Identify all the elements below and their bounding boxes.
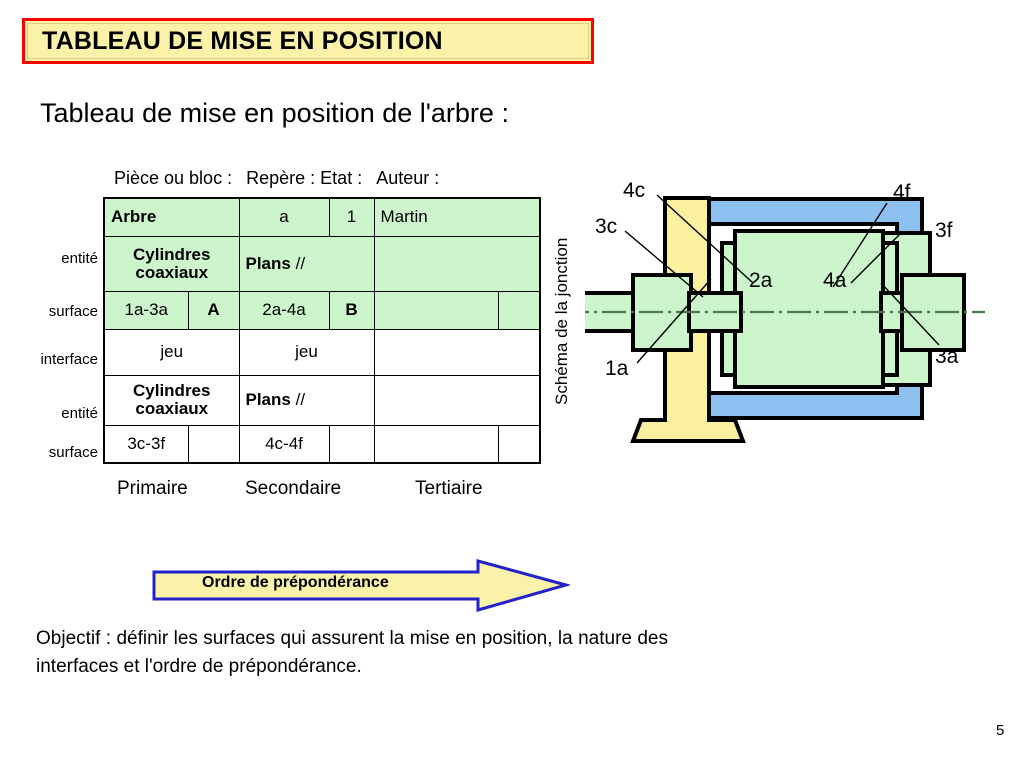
callout-3a: 3a bbox=[935, 345, 959, 368]
cell-auteur-value: Martin bbox=[373, 197, 541, 237]
priority-labels: Primaire Secondaire Tertiaire bbox=[103, 478, 539, 504]
cell-repere-value: a bbox=[238, 197, 330, 237]
cell-surface1-secondaire-ref: B bbox=[328, 290, 375, 330]
cell-interface-tertiaire bbox=[373, 328, 541, 376]
order-of-precedence-arrow: Ordre de prépondérance bbox=[150, 558, 572, 613]
cell-entite1-tertiaire bbox=[373, 235, 541, 292]
arrow-shape bbox=[152, 559, 572, 612]
cell-etat-value: 1 bbox=[328, 197, 375, 237]
table-row-surface-1: 1a-3a A 2a-4a B bbox=[103, 290, 541, 330]
cell-entite2-primaire: Cylindres coaxiaux bbox=[103, 374, 240, 426]
priority-label-tertiaire: Tertiaire bbox=[415, 478, 483, 499]
row-label-surface-2: surface bbox=[48, 444, 98, 461]
mise-en-position-table: Arbre a 1 Martin Cylindres coaxiaux Plan… bbox=[103, 197, 541, 464]
cell-surface1-tertiaire-ref bbox=[497, 290, 541, 330]
cell-entite1-secondaire-suffix: // bbox=[295, 253, 306, 273]
callout-4a: 4a bbox=[823, 269, 847, 292]
cell-entite1-secondaire: Plans // bbox=[238, 235, 375, 292]
title-banner-inner: TABLEAU DE MISE EN POSITION bbox=[27, 23, 589, 59]
callout-3c: 3c bbox=[595, 215, 617, 238]
table-row-identity: Arbre a 1 Martin bbox=[103, 197, 541, 237]
cell-interface-secondaire: jeu bbox=[238, 328, 375, 376]
row-label-entite-2: entité bbox=[61, 405, 98, 422]
row-label-interface: interface bbox=[40, 351, 98, 368]
page-title: TABLEAU DE MISE EN POSITION bbox=[42, 26, 443, 55]
cell-interface-primaire: jeu bbox=[103, 328, 240, 376]
page-number: 5 bbox=[996, 722, 1005, 739]
cell-surface2-tertiaire bbox=[373, 424, 499, 464]
cell-surface1-tertiaire bbox=[373, 290, 499, 330]
cell-surface2-tertiaire-ref bbox=[497, 424, 541, 464]
cell-entite2-secondaire-label: Plans bbox=[245, 390, 291, 409]
cell-surface1-secondaire: 2a-4a bbox=[238, 290, 330, 330]
cell-surface2-primaire-ref bbox=[187, 424, 240, 464]
title-banner: TABLEAU DE MISE EN POSITION bbox=[22, 18, 594, 64]
cell-part-name: Arbre bbox=[103, 197, 240, 237]
table-row-entite-2: Cylindres coaxiaux Plans // bbox=[103, 374, 541, 426]
order-arrow-label: Ordre de prépondérance bbox=[202, 574, 389, 591]
schema-axis-label: Schéma de la jonction bbox=[552, 237, 571, 405]
caption-etat: Etat : bbox=[320, 168, 363, 188]
cell-entite1-secondaire-label: Plans bbox=[245, 253, 291, 273]
callout-2a: 2a bbox=[749, 269, 773, 292]
cell-surface1-primaire: 1a-3a bbox=[103, 290, 189, 330]
caption-repere: Repère : bbox=[246, 168, 316, 188]
row-label-entite-1: entité bbox=[61, 250, 98, 267]
junction-schematic: 4c 3c 1a 2a 4a 4f 3f 3a bbox=[585, 175, 1024, 465]
table-caption: Pièce ou bloc : Repère : Etat : Auteur : bbox=[114, 168, 439, 189]
callout-1a: 1a bbox=[605, 357, 629, 380]
caption-piece: Pièce ou bloc : bbox=[114, 168, 233, 188]
schema-axis-label-wrap: Schéma de la jonction bbox=[552, 185, 578, 405]
cell-entite2-tertiaire bbox=[373, 374, 541, 426]
caption-auteur: Auteur : bbox=[376, 168, 440, 188]
cell-entite2-secondaire-suffix: // bbox=[295, 390, 306, 409]
callout-4f: 4f bbox=[893, 181, 911, 204]
callout-leader-lines bbox=[624, 194, 940, 364]
cell-surface2-secondaire: 4c-4f bbox=[238, 424, 330, 464]
callout-3f: 3f bbox=[935, 219, 953, 242]
callout-4c: 4c bbox=[623, 179, 645, 202]
cell-entite1-primaire: Cylindres coaxiaux bbox=[103, 235, 240, 292]
table-row-surface-2: 3c-3f 4c-4f bbox=[103, 424, 541, 464]
row-label-surface-1: surface bbox=[48, 303, 98, 320]
cell-entite2-secondaire: Plans // bbox=[238, 374, 375, 426]
table-row-interface: jeu jeu bbox=[103, 328, 541, 376]
priority-label-primaire: Primaire bbox=[117, 478, 188, 499]
cell-surface2-primaire: 3c-3f bbox=[103, 424, 189, 464]
cell-surface1-primaire-ref: A bbox=[187, 290, 240, 330]
priority-label-secondaire: Secondaire bbox=[245, 478, 342, 499]
cell-surface2-secondaire-ref bbox=[328, 424, 375, 464]
shaft-main-body bbox=[733, 229, 885, 389]
subtitle: Tableau de mise en position de l'arbre : bbox=[40, 98, 509, 128]
table-row-entite-1: Cylindres coaxiaux Plans // bbox=[103, 235, 541, 292]
objective-text: Objectif : définir les surfaces qui assu… bbox=[36, 628, 668, 677]
